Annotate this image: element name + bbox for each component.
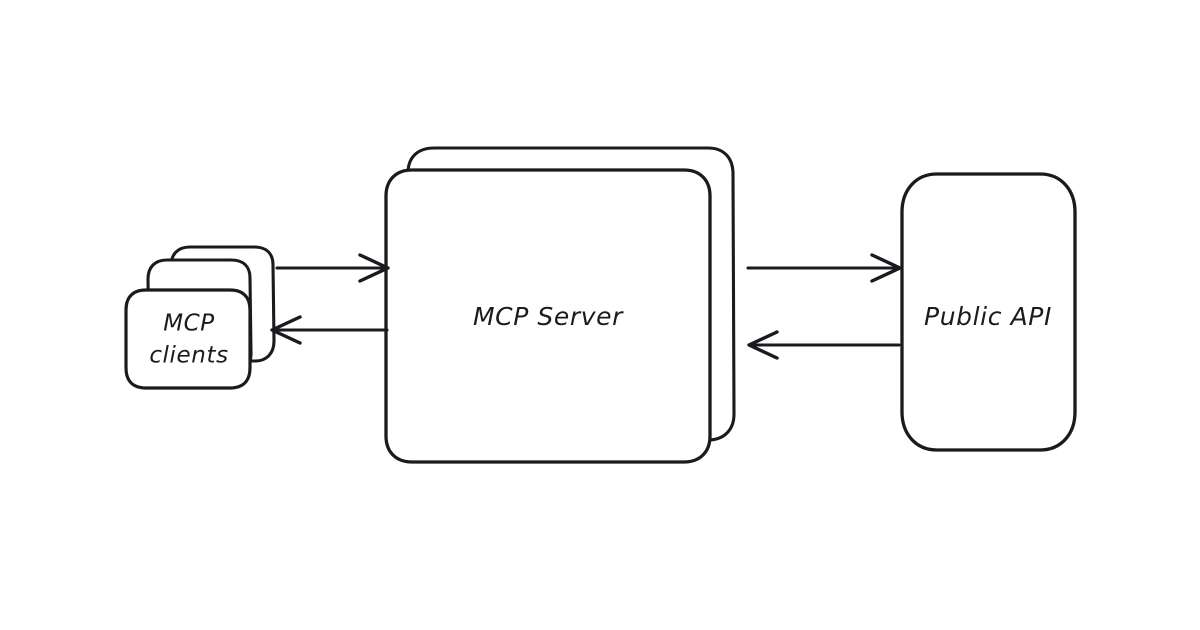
edge-api-to-server[interactable] [747, 330, 901, 360]
edge-server-to-api-arrowhead-icon [870, 253, 902, 283]
mcp-clients-label-line2: clients [149, 343, 228, 369]
node-mcp-server[interactable]: MCP Server [384, 146, 736, 464]
edge-clients-to-server[interactable] [275, 253, 390, 283]
edge-server-to-clients-arrowhead-icon [270, 315, 302, 345]
node-public-api[interactable]: Public API [900, 172, 1077, 452]
mcp-server-front-layer-icon [384, 168, 712, 464]
edge-api-to-server-arrowhead-icon [747, 330, 779, 360]
public-api-label: Public API [924, 302, 1052, 331]
node-mcp-clients[interactable]: MCP clients [124, 245, 276, 390]
mcp-clients-front-layer-icon [124, 288, 252, 390]
public-api-shape-icon [900, 172, 1077, 452]
edge-server-to-api[interactable] [746, 253, 902, 283]
edge-server-to-clients[interactable] [270, 315, 389, 345]
mcp-server-label: MCP Server [473, 302, 624, 331]
edge-clients-to-server-arrowhead-icon [358, 253, 390, 283]
mcp-clients-label-line1: MCP [163, 311, 215, 337]
